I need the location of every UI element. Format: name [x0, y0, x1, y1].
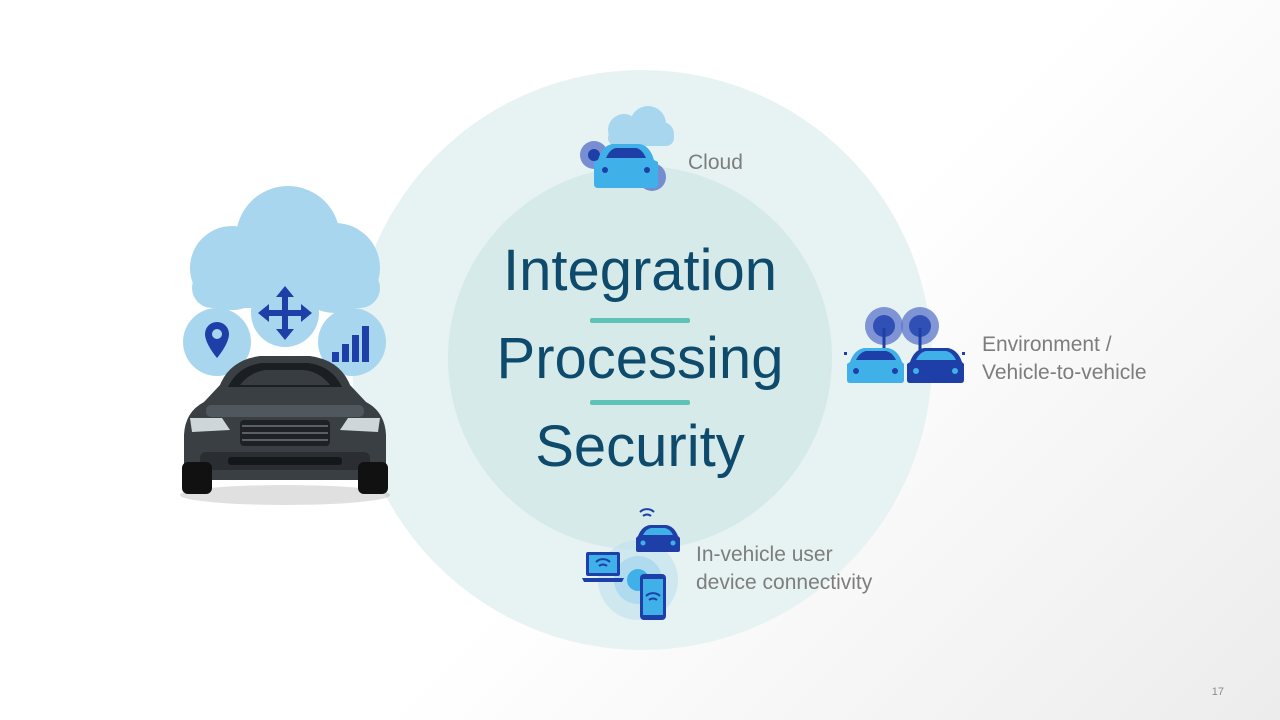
label-environment-line1: Environment /	[982, 333, 1112, 356]
label-device-connectivity: In-vehicle user device connectivity	[696, 541, 872, 597]
label-environment-line2: Vehicle-to-vehicle	[982, 361, 1147, 384]
label-device-line2: device connectivity	[696, 571, 873, 594]
page-number: 17	[1211, 686, 1224, 698]
label-cloud: Cloud	[688, 151, 743, 174]
connected-car-cluster	[180, 186, 390, 505]
word-security: Security	[535, 414, 745, 479]
car-wifi-icon	[636, 508, 680, 552]
laptop-wifi-icon	[582, 552, 624, 582]
word-processing: Processing	[496, 326, 784, 391]
label-environment: Environment / Vehicle-to-vehicle	[982, 331, 1147, 387]
divider-top	[590, 318, 690, 323]
cloud-car-icon	[580, 106, 674, 191]
phone-wifi-icon	[640, 574, 666, 620]
location-pin-icon	[183, 308, 251, 376]
word-integration: Integration	[502, 238, 778, 303]
device-connectivity-icon	[582, 508, 680, 620]
car-photo	[180, 356, 390, 505]
label-device-line1: In-vehicle user	[696, 543, 833, 566]
v2v-cars-icon	[844, 307, 965, 383]
signal-bars-icon	[318, 308, 386, 376]
move-arrows-icon	[251, 279, 319, 347]
inner-circle	[448, 166, 832, 550]
divider-bottom	[590, 400, 690, 405]
